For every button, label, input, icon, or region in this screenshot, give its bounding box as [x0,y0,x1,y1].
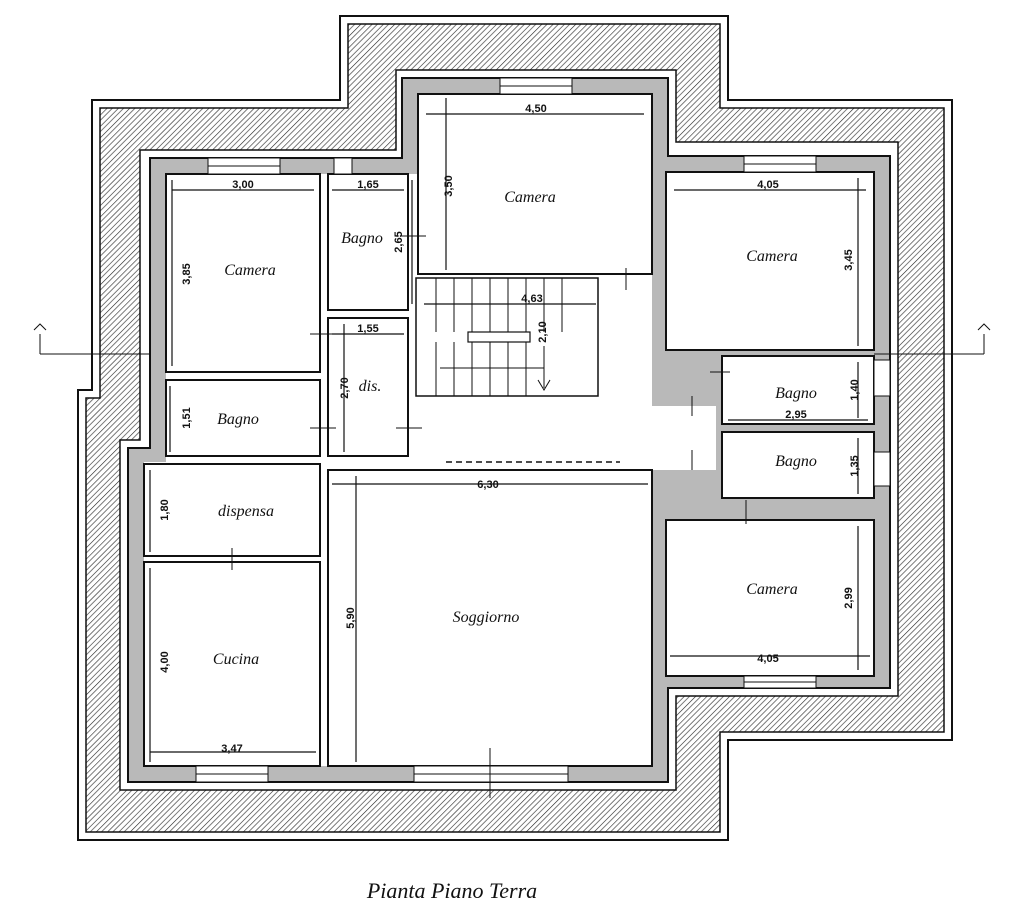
plan-title: Pianta Piano Terra [366,878,537,903]
dim-dis-width: 1,55 [357,323,378,335]
room-camera-northwest [165,173,321,373]
dim-camera-northeast-width: 4,05 [757,179,778,191]
room-bagno-west [165,379,321,457]
dim-camera-southeast-width: 4,05 [757,653,778,665]
dim-camera-north-height: 3,50 [443,175,455,196]
label-bagno-north: Bagno [341,230,383,247]
dim-cucina-height: 4,00 [159,651,171,672]
room-camera-northeast [665,171,875,351]
section-markers [33,323,991,355]
stair [415,277,599,397]
label-camera-northeast: Camera [746,248,798,265]
dimension-lines [149,98,870,762]
dim-stair-width: 4,63 [521,293,542,305]
dim-bagno-west-height: 1,51 [181,407,193,428]
label-cucina: Cucina [213,651,259,668]
dim-camera-northwest-height: 3,85 [181,263,193,284]
room-dis [327,317,409,457]
room-camera-southeast [665,519,875,677]
dim-stair-height: 2,10 [537,321,549,342]
dim-camera-southeast-height: 2,99 [843,587,855,608]
dim-camera-northeast-height: 3,45 [843,249,855,270]
room-dispensa [143,463,321,557]
dim-bagno-east-1-height: 1,40 [849,379,861,400]
dim-bagno-east-1-width: 2,95 [785,409,806,421]
dim-bagno-north-width: 1,65 [357,179,378,191]
room-bagno-east-2 [721,431,875,499]
dim-soggiorno-height: 5,90 [345,607,357,628]
label-bagno-east-2: Bagno [775,453,817,470]
dim-bagno-east-2-height: 1,35 [849,455,861,476]
windows [195,77,891,798]
label-camera-southeast: Camera [746,581,798,598]
room-camera-north [417,93,653,275]
room-bagno-east-1 [721,355,875,425]
label-camera-north: Camera [504,189,556,206]
label-soggiorno: Soggiorno [453,609,520,626]
dim-dis-height: 2,70 [339,377,351,398]
dim-dispensa-height: 1,80 [159,499,171,520]
room-cucina [143,561,321,767]
dim-bagno-north-height: 2,65 [393,231,405,252]
openings [231,235,747,714]
dim-camera-northwest-width: 3,00 [232,179,253,191]
label-bagno-west: Bagno [217,411,259,428]
dim-soggiorno-width: 6,30 [477,479,498,491]
label-camera-northwest: Camera [224,262,276,279]
dim-camera-north-width: 4,50 [525,103,546,115]
room-bagno-north [327,173,409,311]
label-dis: dis. [359,378,382,395]
dim-cucina-width: 3,47 [221,743,242,755]
label-bagno-east-1: Bagno [775,385,817,402]
label-dispensa: dispensa [218,503,274,520]
